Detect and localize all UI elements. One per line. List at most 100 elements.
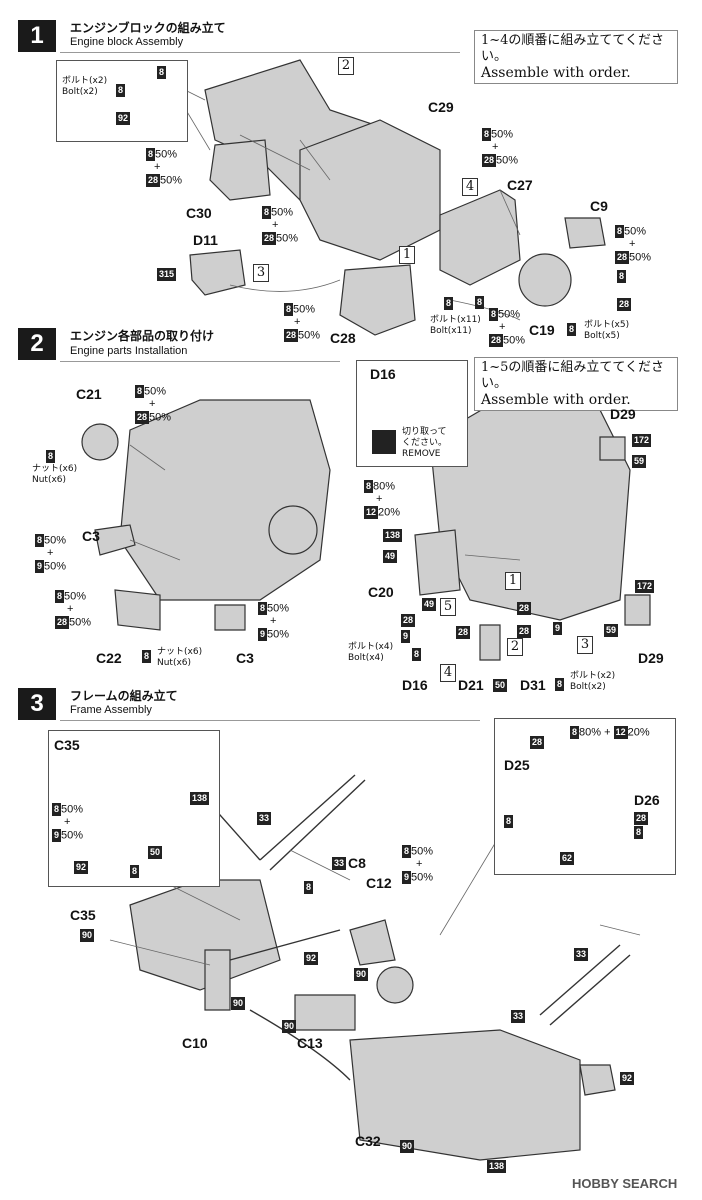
color-code: 172 — [635, 580, 655, 593]
part-label: C28 — [330, 330, 356, 346]
paint-ratio: 80% + — [579, 726, 614, 739]
color-code: 9 — [258, 628, 268, 642]
paint-ratio: 50% — [61, 829, 84, 842]
bolt-jp: ボルト(x5) — [584, 320, 630, 330]
color-code: 8 — [304, 881, 314, 894]
paint-ratio: 80% — [373, 480, 396, 493]
color-code: 90 — [400, 1140, 415, 1153]
paint-ratio: 50% — [267, 602, 290, 615]
part-label: C35 — [70, 907, 96, 923]
bolt-x2-label: ボルト(x2) Bolt(x2) — [570, 671, 615, 693]
paint-ratio: 50% — [629, 251, 652, 264]
plus-sign: + — [64, 816, 71, 829]
color-code: 50 — [148, 846, 163, 859]
color-code: 28 — [517, 602, 532, 615]
color-code: 8 — [412, 648, 422, 661]
plus-sign: + — [154, 161, 161, 174]
watermark-brand: HOBBY SEARCH — [572, 1176, 678, 1191]
plus-sign: + — [416, 858, 423, 871]
part-label: C27 — [507, 177, 533, 193]
color-code: 49 — [422, 598, 437, 611]
remove-jp1: 切り取って — [402, 427, 447, 437]
bolt-detail-inset — [56, 60, 188, 142]
plus-sign: + — [499, 321, 506, 334]
order-mark: 3 — [577, 636, 593, 654]
color-code: 315 — [157, 268, 177, 281]
color-code: 28 — [262, 232, 277, 246]
color-code: 92 — [304, 952, 319, 965]
plus-sign: + — [47, 547, 54, 560]
order-note-1-5: 1~5の順番に組み立ててください。 Assemble with order. — [474, 357, 678, 411]
paint-ratio: 20% — [378, 506, 401, 519]
color-code: 28 — [55, 616, 70, 630]
paint-ratio: 50% — [411, 871, 434, 884]
color-code: 50 — [493, 679, 508, 692]
nut-jp: ナット(x6) — [157, 647, 203, 657]
bolt-label: ボルト(x2) Bolt(x2) — [62, 76, 107, 98]
color-code: 9 — [401, 630, 411, 643]
color-code: 8 — [402, 845, 412, 858]
step-2-title-jp: エンジン各部品の取り付け — [70, 329, 215, 343]
part-label: C10 — [182, 1035, 208, 1051]
paint-ratio: 50% — [276, 232, 299, 245]
color-code: 8 — [444, 297, 454, 310]
step-3-title-jp: フレームの組み立て — [70, 689, 178, 703]
color-code: 8 — [364, 480, 374, 493]
color-code: 90 — [282, 1020, 297, 1033]
color-code: 8 — [555, 678, 565, 691]
paint-ratio: 20% — [627, 726, 650, 739]
part-label: C35 — [54, 737, 80, 753]
color-code: 33 — [257, 812, 272, 825]
paint-ratio: 50% — [298, 329, 321, 342]
paint-ratio: 50% — [44, 534, 67, 547]
order-note-jp: 1~4の順番に組み立ててください。 — [481, 33, 665, 64]
paint-ratio: 50% — [149, 411, 172, 424]
order-mark: 4 — [440, 664, 456, 682]
order-mark: 3 — [253, 264, 269, 282]
nut-jp: ナット(x6) — [32, 464, 78, 474]
cut-icon — [372, 430, 396, 454]
part-label: C8 — [348, 855, 366, 871]
color-code: 28 — [615, 251, 630, 265]
order-note-en: Assemble with order. — [481, 65, 631, 81]
bolt-jp: ボルト(x11) — [430, 315, 481, 325]
order-note-jp: 1~5の順番に組み立ててください。 — [481, 360, 665, 391]
nut-x6-label: ナット(x6) Nut(x6) — [32, 464, 77, 486]
color-code: 8 — [35, 534, 45, 547]
plus-sign: + — [294, 316, 301, 329]
color-code: 8 — [567, 323, 577, 336]
step-2-number: 2 — [18, 328, 56, 360]
paint-ratio: 50% — [503, 334, 526, 347]
color-code: 33 — [332, 857, 347, 870]
color-code: 8 — [617, 270, 627, 283]
part-label: D31 — [520, 677, 546, 693]
part-label: D21 — [458, 677, 484, 693]
color-code: 9 — [402, 871, 412, 885]
color-code: 90 — [354, 968, 369, 981]
step-1-number: 1 — [18, 20, 56, 52]
color-code: 8 — [482, 128, 492, 141]
part-label: C21 — [76, 386, 102, 402]
color-code: 59 — [632, 455, 647, 468]
color-code: 8 — [615, 225, 625, 238]
paint-ratio: 50% — [144, 385, 167, 398]
part-label: D16 — [402, 677, 428, 693]
color-code: 8 — [634, 826, 644, 839]
order-mark: 2 — [338, 57, 354, 75]
color-code: 9 — [35, 560, 45, 574]
color-code: 9 — [52, 829, 62, 843]
color-code: 28 — [617, 298, 632, 311]
bolt-en: Bolt(x11) — [430, 326, 472, 336]
step-3-number: 3 — [18, 688, 56, 720]
color-code: 138 — [487, 1160, 507, 1173]
color-code: 28 — [401, 614, 416, 627]
remove-jp2: ください。 — [402, 438, 448, 448]
bolt-jp: ボルト(x2) — [570, 671, 616, 681]
